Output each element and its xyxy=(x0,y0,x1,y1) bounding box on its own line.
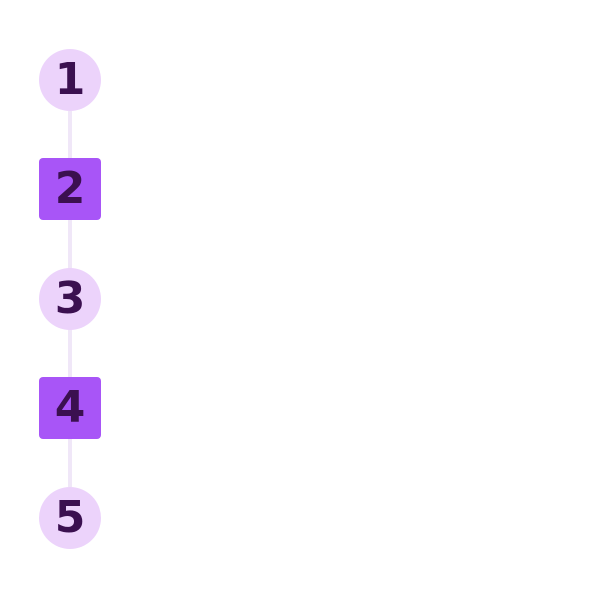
step-number: 1 xyxy=(54,54,86,105)
vertical-stepper: 1 2 3 4 5 xyxy=(39,49,101,549)
step-number: 2 xyxy=(54,163,86,214)
step-5[interactable]: 5 xyxy=(39,487,101,549)
step-number: 5 xyxy=(54,492,86,543)
step-3[interactable]: 3 xyxy=(39,268,101,330)
step-1[interactable]: 1 xyxy=(39,49,101,111)
step-2[interactable]: 2 xyxy=(39,158,101,220)
step-number: 3 xyxy=(54,273,86,324)
step-number: 4 xyxy=(54,382,86,433)
step-4[interactable]: 4 xyxy=(39,377,101,439)
